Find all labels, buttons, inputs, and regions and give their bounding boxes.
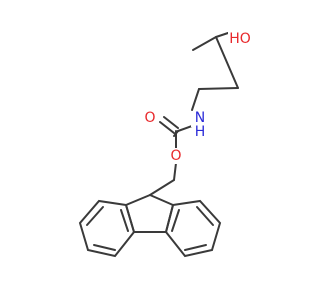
right-ring-double-1 xyxy=(196,206,214,226)
carbonyl-o-label-bg xyxy=(143,110,158,126)
bond-n-c xyxy=(177,125,193,132)
left-ring-double-2 xyxy=(93,244,116,251)
left-ring-double-3 xyxy=(120,209,129,232)
left-ring-double-1 xyxy=(86,206,104,226)
bond-ch2-ch2 xyxy=(198,87,239,90)
bond-c-o-double-b xyxy=(163,116,179,129)
bond-ch-oh xyxy=(215,32,229,38)
ester-o-label: O xyxy=(170,148,181,164)
amine-h-label: H xyxy=(195,124,206,140)
bond-ch2-n xyxy=(191,88,200,111)
bond-c9-left xyxy=(125,194,151,206)
carbonyl-o-label: O xyxy=(144,110,155,126)
hydroxyl-label-bg xyxy=(228,30,252,48)
molecule-structure: HO N H O O xyxy=(78,30,252,258)
bond-c9-right xyxy=(149,194,174,206)
left-benzene-ring xyxy=(78,199,136,258)
right-ring-double-2 xyxy=(184,244,207,251)
bond-c-o-double-a xyxy=(159,121,175,134)
ester-o-label-bg xyxy=(168,148,183,164)
right-ring-double-3 xyxy=(171,209,180,232)
hydroxyl-label: HO xyxy=(229,31,251,47)
amine-label-bg xyxy=(191,111,209,127)
bond-ch2-c9 xyxy=(149,179,175,196)
bond-ch-ch2 xyxy=(215,36,239,89)
amine-label: N xyxy=(195,110,205,126)
right-benzene-ring xyxy=(164,199,222,258)
bond-ch3-ch xyxy=(192,36,217,51)
bond-oester-ch2 xyxy=(173,162,177,181)
